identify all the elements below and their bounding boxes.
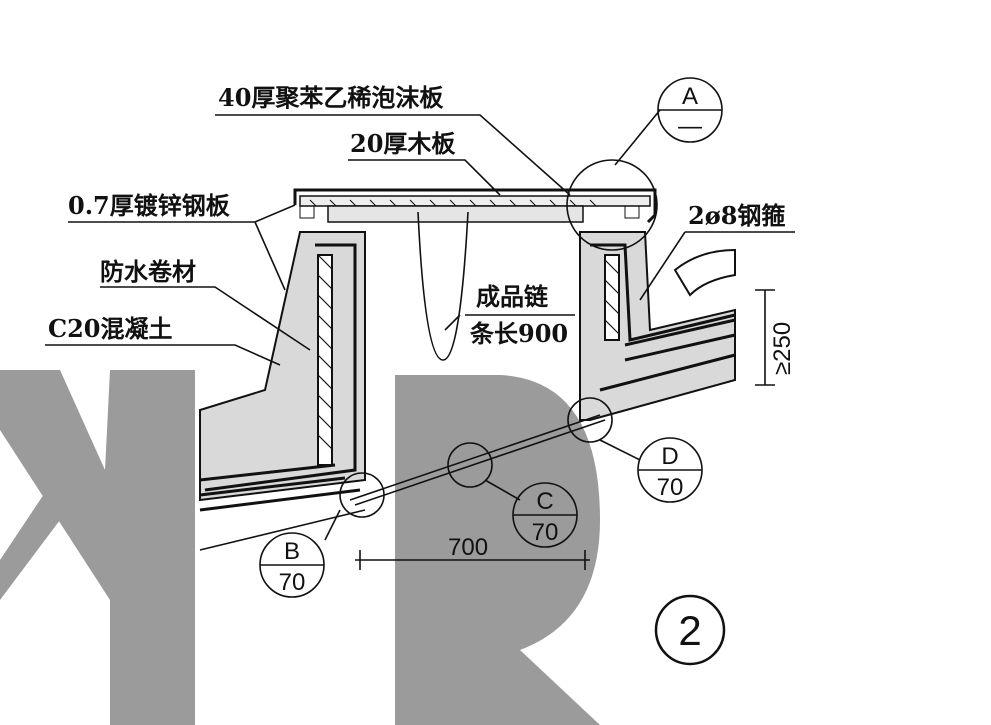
svg-text:2: 2 (678, 607, 701, 654)
label-wood-board: 20厚木板 (350, 129, 456, 158)
right-curb (579, 231, 736, 421)
label-waterproof-membrane: 防水卷材 (100, 257, 196, 286)
svg-text:D: D (661, 443, 678, 470)
svg-text:70: 70 (279, 569, 306, 596)
svg-text:C: C (536, 488, 553, 515)
label-foam-board: 40厚聚苯乙稀泡沫板 (218, 83, 444, 112)
ref-bubble-b: B 70 (259, 532, 325, 598)
leader-lines (45, 109, 795, 570)
detail-circles (339, 159, 658, 518)
chain (417, 211, 469, 361)
svg-text:B: B (284, 538, 300, 565)
label-chain-2: 条长900 (470, 319, 568, 348)
ref-bubble-d: D 70 (637, 437, 703, 503)
height-dimension: ≥250 (769, 322, 796, 375)
label-steel-plate: 0.7厚镀锌钢板 (68, 191, 231, 220)
svg-text:70: 70 (532, 519, 559, 546)
drawing-number: 2 (654, 594, 726, 666)
ref-bubble-a: A — (657, 77, 723, 143)
width-dimension: 700 (448, 534, 488, 561)
svg-text:70: 70 (657, 474, 684, 501)
watermark (0, 370, 600, 725)
cover-plate (293, 188, 657, 224)
svg-text:—: — (678, 113, 702, 140)
left-curb (199, 231, 366, 551)
label-chain-1: 成品链 (476, 282, 549, 311)
label-concrete: C20混凝土 (48, 314, 173, 343)
svg-text:A: A (682, 83, 698, 110)
ref-bubble-c: C 70 (512, 482, 578, 548)
drain-pipe (349, 414, 606, 506)
label-steel-hoop: 2ø8钢箍 (688, 201, 785, 230)
